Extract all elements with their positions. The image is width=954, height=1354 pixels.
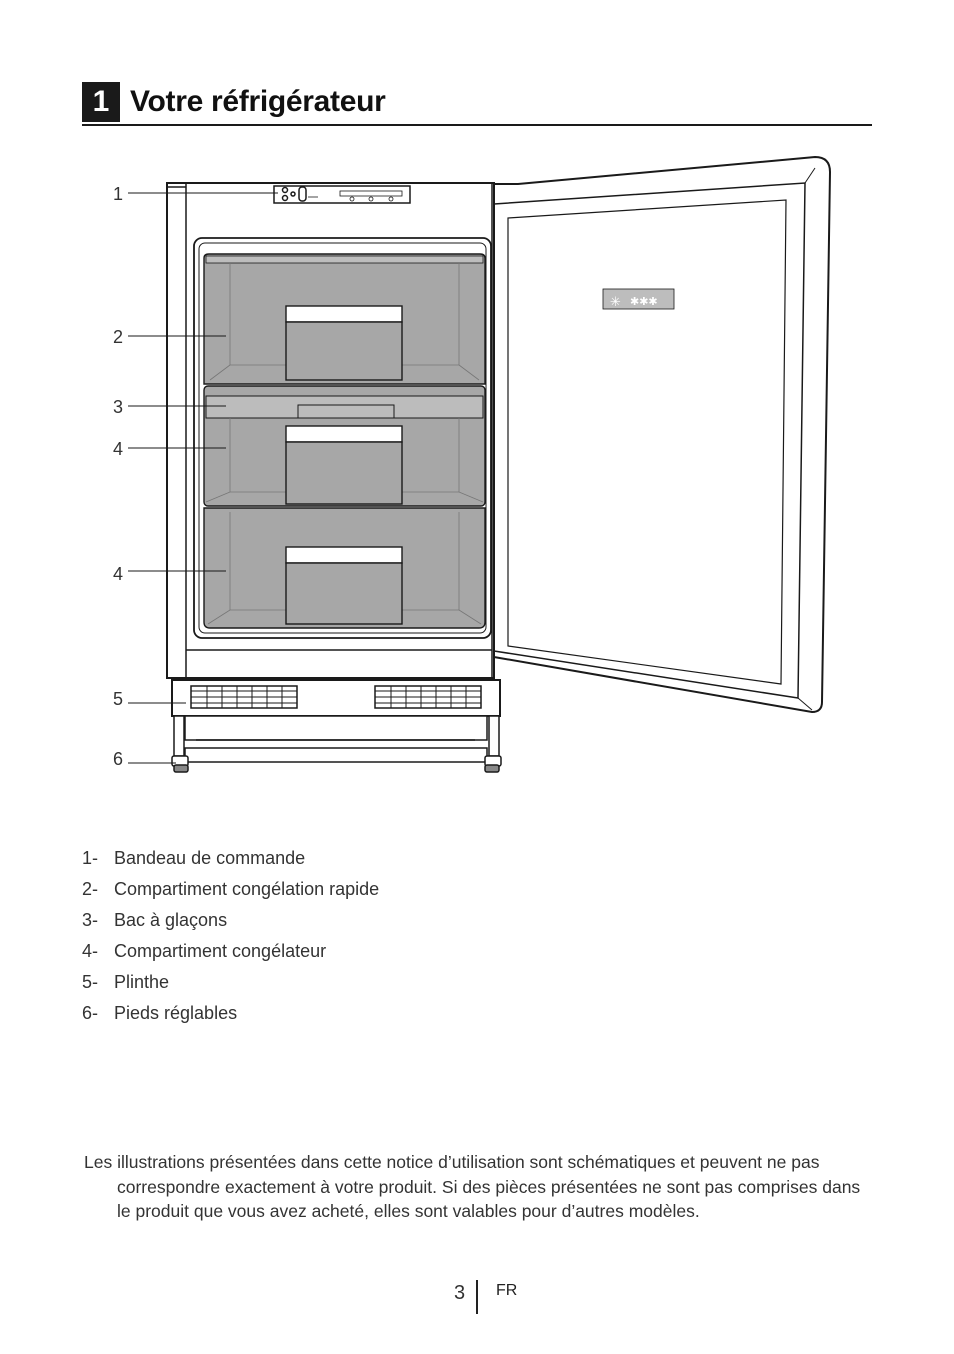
- drawer-middle: [203, 385, 486, 507]
- callout-5: 5: [113, 689, 123, 709]
- parts-legend: 1-Bandeau de commande 2-Compartiment con…: [82, 845, 379, 1031]
- freezer-diagram: ✳ ✱✱✱ 1 2 3 4 4 5 6: [113, 155, 832, 773]
- illustration-note: Les illustrations présentées dans cette …: [84, 1150, 874, 1224]
- door: [493, 155, 832, 714]
- legend-item: 5-Plinthe: [82, 972, 170, 992]
- callout-4b: 4: [113, 564, 123, 584]
- callout-labels: 1 2 3 4 4 5 6: [113, 184, 123, 769]
- star-rating-icon: ✳ ✱✱✱: [610, 295, 658, 310]
- control-panel: [273, 185, 411, 204]
- note-text: Les illustrations présentées dans cette …: [84, 1152, 861, 1221]
- page-footer: 3 FR: [0, 1280, 954, 1320]
- adjustable-feet: [171, 715, 502, 773]
- page-number: 3: [454, 1282, 466, 1304]
- legend-item: 3-Bac à glaçons: [82, 910, 228, 930]
- svg-text:✱✱✱: ✱✱✱: [630, 295, 658, 308]
- callout-4a: 4: [113, 439, 123, 459]
- drawer-bottom: [203, 507, 486, 629]
- section-header: 1 Votre réfrigérateur: [82, 82, 872, 126]
- footer-divider: [476, 1280, 478, 1314]
- legend-item: 6-Pieds réglables: [82, 1003, 238, 1023]
- plinth: [171, 679, 501, 763]
- callout-1: 1: [113, 184, 123, 204]
- svg-text:✳: ✳: [610, 295, 621, 310]
- legend-item: 2-Compartiment congélation rapide: [82, 879, 380, 899]
- legend-item: 4-Compartiment congélateur: [82, 941, 327, 961]
- drawer-fast-freeze: [203, 253, 486, 385]
- callout-6: 6: [113, 749, 123, 769]
- callout-leaders: [128, 192, 278, 764]
- language-code: FR: [496, 1282, 518, 1299]
- star-rating-label: [602, 288, 675, 310]
- callout-2: 2: [113, 327, 123, 347]
- section-number: 1: [82, 82, 120, 122]
- callout-3: 3: [113, 397, 123, 417]
- page-title: Votre réfrigérateur: [130, 85, 386, 118]
- legend-item: 1-Bandeau de commande: [82, 848, 306, 868]
